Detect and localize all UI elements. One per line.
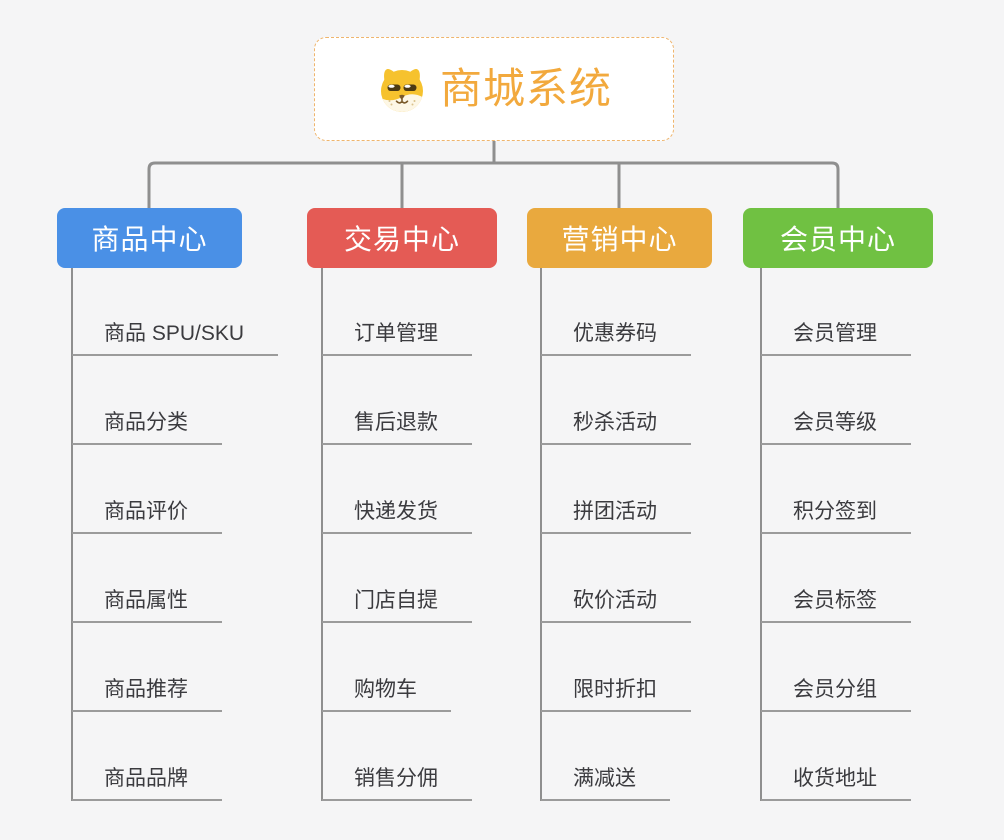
category-label: 商品中心 [91,224,208,255]
category-label: 营销中心 [561,224,678,255]
leaf-node[interactable]: 售后退款 [322,409,472,445]
leaf-node[interactable]: 商品属性 [72,587,222,623]
leaf-node[interactable]: 砍价活动 [541,587,691,623]
branch-trunk-line [321,268,323,801]
category-label: 会员中心 [779,224,896,255]
category-node-marketing-center[interactable]: 营销中心 [527,208,712,268]
leaf-node[interactable]: 满减送 [541,765,670,801]
root-title: 商城系统 [439,65,612,112]
branch-trunk-line [71,268,73,801]
leaf-node[interactable]: 收货地址 [761,765,911,801]
leaf-node[interactable]: 快递发货 [322,498,472,534]
leaf-node[interactable]: 积分签到 [761,498,911,534]
leaf-node[interactable]: 商品品牌 [72,765,222,801]
leaf-node[interactable]: 会员分组 [761,676,911,712]
leaf-node[interactable]: 限时折扣 [541,676,691,712]
leaf-node[interactable]: 商品推荐 [72,676,222,712]
root-node[interactable]: 商城系统 [314,37,674,141]
leaf-node[interactable]: 拼团活动 [541,498,691,534]
category-node-product-center[interactable]: 商品中心 [57,208,242,268]
dog-mascot-icon [376,65,428,113]
leaf-node[interactable]: 优惠券码 [541,320,691,356]
leaf-node[interactable]: 会员等级 [761,409,911,445]
leaf-node[interactable]: 商品 SPU/SKU [72,320,279,356]
leaf-node[interactable]: 商品评价 [72,498,222,534]
leaf-node[interactable]: 会员标签 [761,587,911,623]
leaf-node[interactable]: 购物车 [322,676,451,712]
category-node-trade-center[interactable]: 交易中心 [307,208,497,268]
leaf-node[interactable]: 销售分佣 [322,765,472,801]
leaf-node[interactable]: 订单管理 [322,320,472,356]
leaf-node[interactable]: 会员管理 [761,320,911,356]
category-node-member-center[interactable]: 会员中心 [743,208,933,268]
bus-line [147,161,840,208]
branch-trunk-line [540,268,542,801]
leaf-node[interactable]: 门店自提 [322,587,472,623]
branch-trunk-line [760,268,762,801]
leaf-node[interactable]: 商品分类 [72,409,222,445]
category-label: 交易中心 [343,224,460,255]
leaf-node[interactable]: 秒杀活动 [541,409,691,445]
